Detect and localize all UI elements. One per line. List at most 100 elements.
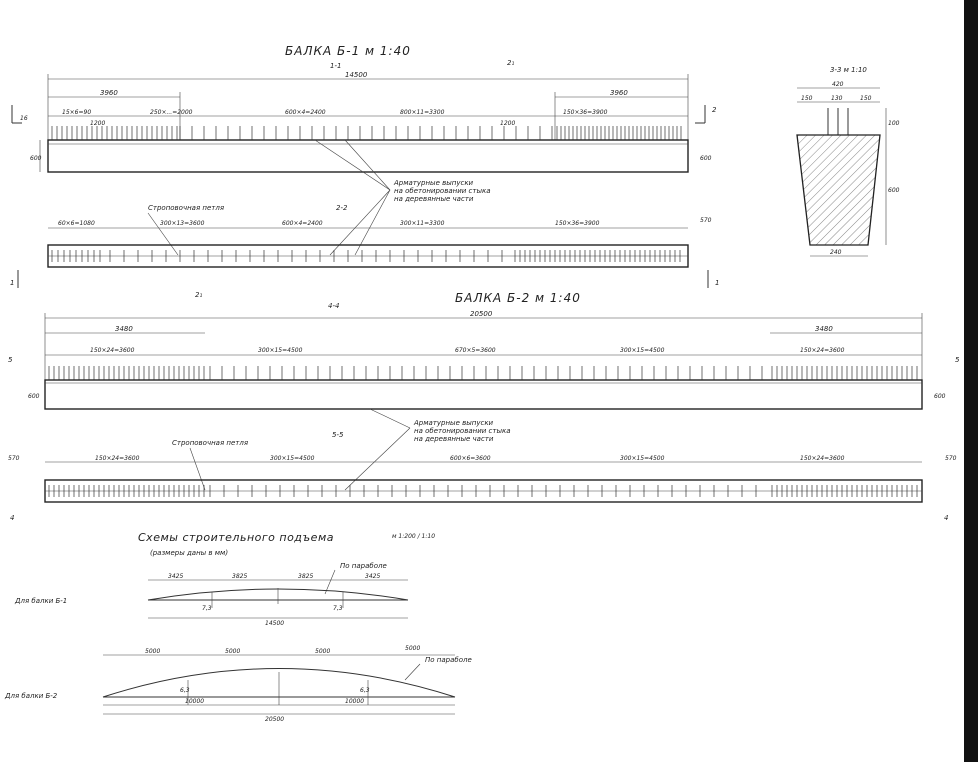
b1-plan-end: 570	[700, 217, 712, 224]
b1-height: 600	[30, 155, 42, 162]
b2-note-leader-1	[369, 408, 411, 429]
b1-note-line-2: на обетонировании стыка	[394, 187, 491, 195]
b2-total-dim: 20500	[470, 310, 493, 318]
b2-spacing-2: 300×15=4500	[258, 347, 303, 354]
b1-plan-label: 2-2	[336, 204, 348, 212]
b1-dim-right: 3960	[610, 89, 628, 97]
b2-plan-spacing-2: 300×15=4500	[270, 455, 315, 462]
scheme-b1-label: Для балки Б-1	[14, 597, 67, 605]
scheme-b2-dim-2: 5000	[225, 648, 240, 655]
b2-plan-end-right: 570	[945, 455, 957, 462]
scheme-b2-note: По параболе	[425, 656, 472, 664]
section-top-part-3: 150	[860, 95, 872, 102]
b1-total-dim: 14500	[345, 71, 368, 79]
b2-strop-leader	[189, 447, 206, 491]
section-3-3-group: 3-3 м 1:10 420 150 130 150 100 600 240	[796, 66, 900, 257]
beam-b2-view-label: 4-4	[328, 302, 339, 310]
b2-plan-label: 5-5	[332, 431, 344, 439]
camber-schemes-group: Схемы строительного подъема м 1:200 / 1:…	[4, 531, 472, 723]
scheme-b2-dim-4: 5000	[405, 645, 420, 652]
b2-plan-spacing-4: 300×15=4500	[620, 455, 665, 462]
scheme-b2-total: 20500	[265, 716, 284, 723]
b2-mark-bottom-left: 4	[10, 514, 14, 522]
b2-height: 600	[28, 393, 40, 400]
scheme-b1-note: По параболе	[340, 562, 387, 570]
beam-b2-title: БАЛКА Б-2 м 1:40	[455, 291, 581, 305]
scheme-b1-dim-1: 3425	[168, 573, 183, 580]
b2-plan-spacing-5: 150×24=3600	[800, 455, 845, 462]
b1-spacing-1: 15×6=90	[62, 109, 91, 116]
scheme-b1-dim-3: 3825	[298, 573, 313, 580]
b1-plan-spacing-3: 600×4=2400	[282, 220, 323, 227]
b2-strop-label: Строповочная петля	[172, 439, 248, 447]
b2-plan-end-left: 570	[8, 455, 20, 462]
b2-stirrup-ticks	[48, 366, 918, 380]
b2-right-height: 600	[934, 393, 946, 400]
b2-mark-bottom-right: 4	[944, 514, 948, 522]
section-top-width: 420	[832, 81, 844, 88]
b2-spacing-5: 150×24=3600	[800, 347, 845, 354]
b2-spacing-4: 300×15=4500	[620, 347, 665, 354]
b1-side-num: 16	[20, 115, 28, 122]
section-title: 3-3 м 1:10	[830, 66, 867, 74]
b2-elevation-body	[44, 379, 923, 410]
b1-note-line-1: Арматурные выпуски	[393, 179, 474, 187]
scheme-b2-curve	[102, 668, 456, 698]
b2-dim-right: 3480	[815, 325, 833, 333]
b1-plan-ticks	[51, 250, 681, 262]
beam-b1-view-label: 1-1	[330, 62, 341, 70]
schemes-scale: м 1:200 / 1:10	[392, 533, 435, 540]
section-bottom-width: 240	[830, 249, 842, 256]
b1-spacing-4: 800×11=3300	[400, 109, 445, 116]
b1-dim-left: 3960	[100, 89, 118, 97]
b1-plan-spacing-4: 300×11=3300	[400, 220, 445, 227]
beam-b2-section-marker: 2₁	[195, 291, 202, 299]
scheme-b2-label: Для балки Б-2	[4, 692, 58, 700]
b1-plan-spacing-2: 300×13=3600	[160, 220, 205, 227]
b1-plan-spacing-1: 60×6=1080	[58, 220, 95, 227]
scheme-b2-dim-3: 5000	[315, 648, 330, 655]
b2-mark-right: 5	[955, 356, 960, 364]
b2-note-line-3: на деревянные части	[414, 435, 494, 443]
beam-b2-group: БАЛКА Б-2 м 1:40 2₁ 4-4 20500 3480 3480 …	[8, 291, 960, 522]
scheme-b1-mark-1: 7,3	[202, 605, 212, 612]
b2-plan-spacing-3: 600×6=3600	[450, 455, 491, 462]
b1-mark-bottom-left: 1	[10, 279, 14, 287]
scheme-b1-dim-4: 3425	[365, 573, 380, 580]
b1-spacing-5: 150×36=3900	[563, 109, 608, 116]
b2-plan-spacing-1: 150×24=3600	[95, 455, 140, 462]
b2-note-line-2: на обетонировании стыка	[414, 427, 511, 435]
section-hatched-profile	[796, 134, 881, 246]
scheme-b1-dim-2: 3825	[232, 573, 247, 580]
b1-strop-label: Строповочная петля	[148, 204, 224, 212]
beam-b1-title: БАЛКА Б-1 м 1:40	[285, 44, 411, 58]
b1-right-height: 600	[700, 155, 712, 162]
b1-end-right: 1200	[500, 120, 515, 127]
b2-spacing-1: 150×24=3600	[90, 347, 135, 354]
scan-dark-edge	[964, 0, 978, 762]
section-height: 600	[888, 187, 900, 194]
scheme-b2-sub-2: 10000	[345, 698, 364, 705]
b1-spacing-3: 600×4=2400	[285, 109, 326, 116]
scheme-b2-mark-2: 6,3	[360, 687, 370, 694]
schemes-title: Схемы строительного подъема	[138, 531, 334, 544]
b2-dim-left: 3480	[115, 325, 133, 333]
scheme-b1-total: 14500	[265, 620, 284, 627]
b1-plan-spacing-5: 150×36=3900	[555, 220, 600, 227]
scheme-b2-sub-1: 10000	[185, 698, 204, 705]
b1-strop-leader	[147, 212, 179, 256]
schemes-subtitle: (размеры даны в мм)	[150, 549, 228, 557]
b1-mark-bottom-right: 1	[715, 279, 719, 287]
scheme-b2-dim-1: 5000	[145, 648, 160, 655]
beam-b1-section-marker: 2₁	[507, 59, 514, 67]
scheme-b2-mark-1: 6,3	[180, 687, 190, 694]
b1-spacing-2: 250×...=2000	[150, 109, 193, 116]
section-top-part-2: 130	[831, 95, 843, 102]
b1-note-line-3: на деревянные части	[394, 195, 474, 203]
b1-elevation-body	[47, 139, 689, 173]
b2-mark-left: 5	[8, 356, 13, 364]
b1-note-leader-1	[314, 139, 391, 191]
b2-spacing-3: 670×5=3600	[455, 347, 496, 354]
section-top-part-1: 150	[801, 95, 813, 102]
